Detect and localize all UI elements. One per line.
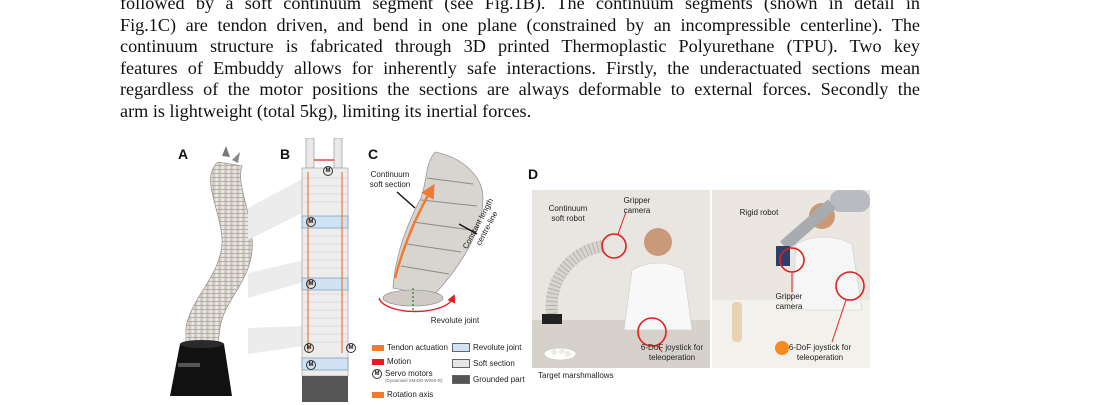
continuum-section-label: Continuum soft section [369,170,411,189]
servo-motor-icon: M [323,166,333,176]
paragraph-line: regardless of the motor positions the se… [120,79,920,100]
paragraph-line: continuum structure is fabricated throug… [120,36,920,57]
paragraph-line: features of Embuddy allows for inherentl… [120,57,920,78]
legend-tendon: Tendon actuation [372,343,448,352]
gripper-camera-label-left: Gripper camera [623,196,651,215]
paper-paragraph: followed by a soft continuum segment (se… [120,0,920,123]
panel-a-robot-image [170,146,253,396]
paragraph-line: followed by a soft continuum segment (se… [120,0,920,13]
rigid-robot-label: Rigid robot [739,208,779,217]
paragraph-line: arm is lightweight (total 5kg), limiting… [120,100,532,121]
joystick-label-right: 6-DoF joystick for teleoperation [788,343,852,362]
panel-label-b: B [280,146,291,162]
panel-d-rigid-robot-photo [712,190,870,368]
legend-rotation: Rotation axis [372,390,433,399]
servo-motor-icon: M [306,279,316,289]
legend-motion: Motion [372,357,411,366]
servo-motor-icon: M [306,217,316,227]
joystick-label-left: 6-DoF joystick for teleoperation [640,343,704,362]
legend-revolute: Revolute joint [452,343,521,352]
gripper-camera-label-right: Gripper camera [775,292,803,311]
target-marshmallows-label: Target marshmallows [538,371,614,380]
paragraph-line: Fig.1C) are tendon driven, and bend in o… [120,14,920,35]
servo-motor-icon: M [346,343,356,353]
panel-label-c: C [368,146,379,162]
panel-connector-wedges [248,178,304,354]
panel-c-continuum-image [378,151,484,313]
panel-d-soft-robot-photo [532,190,710,368]
legend-grounded: Grounded part [452,375,525,384]
servo-motor-icon: M [304,343,314,353]
revolute-joint-label: Revolute joint [430,316,480,325]
figure-1: A B C D [160,138,880,405]
panel-label-d: D [528,166,539,182]
continuum-soft-robot-label: Continuum soft robot [548,204,588,223]
legend-soft: Soft section [452,359,515,368]
servo-motor-icon: M [306,360,316,370]
panel-label-a: A [178,146,189,162]
legend-servo: M Servo motors(Dynamixel XM430-W350-R) [372,369,443,383]
